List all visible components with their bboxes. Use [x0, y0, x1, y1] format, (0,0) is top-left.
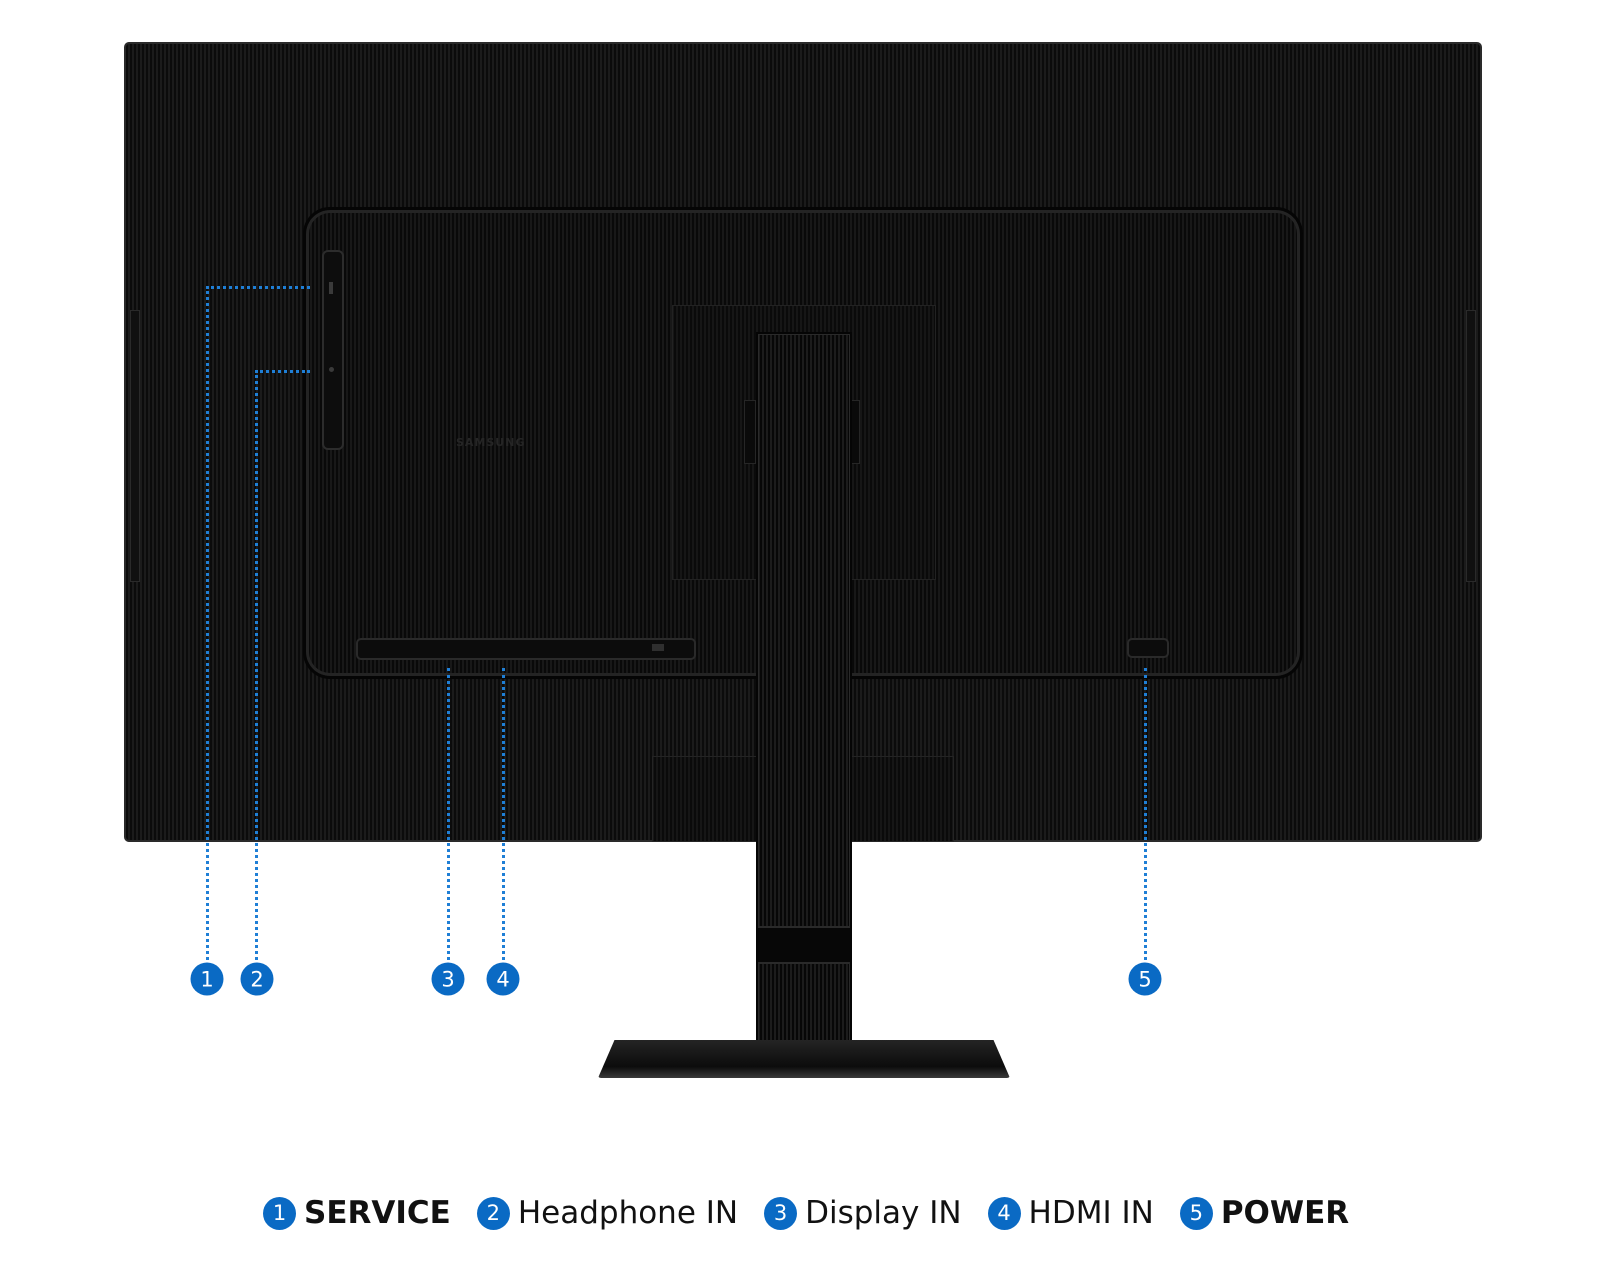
- callout-display-in: 3: [431, 962, 465, 996]
- monitor-side-button-left: [130, 310, 140, 582]
- callout-power: 5: [1128, 962, 1162, 996]
- power-port: [1127, 638, 1169, 658]
- legend-label: POWER: [1220, 1195, 1350, 1231]
- legend-number: 4: [987, 1196, 1021, 1230]
- callout-hdmi-in: 4: [486, 962, 520, 996]
- leader-line-3: [447, 668, 450, 960]
- stand-column: [756, 332, 852, 1070]
- legend-item-power: 5 POWER: [1179, 1195, 1350, 1231]
- legend-item-hdmi-in: 4 HDMI IN: [987, 1195, 1154, 1231]
- kensington-lock-slot: [652, 644, 664, 651]
- legend-item-headphone-in: 2 Headphone IN: [476, 1195, 739, 1231]
- monitor-side-button-right: [1466, 310, 1476, 582]
- leader-line-1: [206, 286, 209, 960]
- side-port-strip: [322, 250, 344, 450]
- legend-label: SERVICE: [304, 1195, 451, 1231]
- leader-line-1-horizontal: [206, 286, 310, 289]
- legend-number: 3: [764, 1196, 798, 1230]
- stand-hinge-left: [744, 400, 756, 464]
- legend-label: Display IN: [805, 1195, 962, 1231]
- legend-label: HDMI IN: [1028, 1195, 1154, 1231]
- legend-item-display-in: 3 Display IN: [764, 1195, 962, 1231]
- leader-line-4: [502, 668, 505, 960]
- brand-logo: SAMSUNG: [456, 436, 526, 449]
- legend: 1 SERVICE 2 Headphone IN 3 Display IN 4 …: [263, 1193, 1375, 1233]
- leader-line-2-horizontal: [255, 370, 310, 373]
- legend-label: Headphone IN: [517, 1195, 739, 1231]
- stand-base: [598, 1040, 1010, 1078]
- bottom-port-strip: [356, 638, 696, 660]
- leader-line-2: [255, 370, 258, 960]
- leader-line-5: [1144, 668, 1147, 960]
- legend-number: 1: [263, 1196, 296, 1230]
- legend-number: 2: [476, 1196, 510, 1230]
- callout-headphone-in: 2: [240, 962, 274, 996]
- legend-number: 5: [1179, 1196, 1213, 1230]
- legend-item-service: 1 SERVICE: [263, 1195, 451, 1231]
- callout-service: 1: [190, 962, 224, 996]
